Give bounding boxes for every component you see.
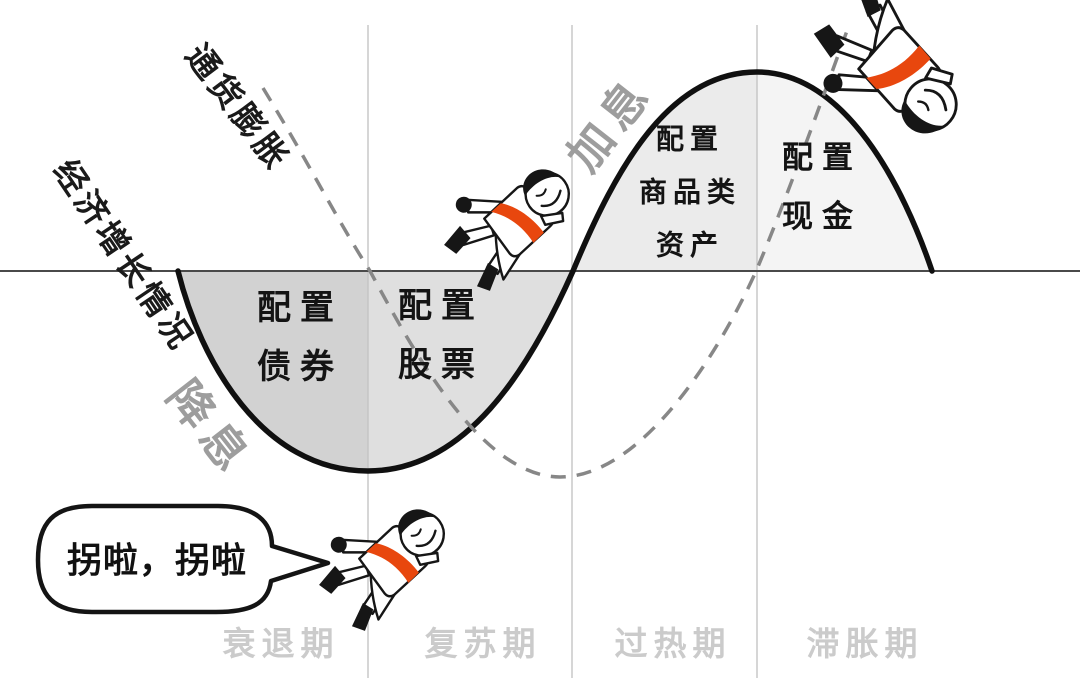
allocation-commodities-line: 商品类 [638,175,742,209]
allocation-bonds-line: 配置 [257,288,343,328]
allocation-commodities-label: 配置 商品类 资产 [639,113,741,272]
recession-shaded-area [178,271,368,471]
overheat-shaded-area [573,72,757,271]
speech-bubble [35,503,331,615]
allocation-cash-line: 现金 [782,199,862,235]
allocation-stocks-line: 股票 [398,345,484,385]
economic-growth-curve [175,69,935,474]
allocation-bonds-line: 债券 [257,347,343,387]
allocation-cash-line: 配置 [782,140,862,176]
recovery-shaded-area [368,271,573,471]
allocation-cash-label: 配置 现金 [782,129,862,247]
phase-label-stagflation: 滞胀期 [806,624,924,663]
allocation-commodities-line: 资产 [655,228,725,262]
allocation-stocks-line: 配置 [398,286,484,326]
allocation-commodities-line: 配置 [655,122,725,156]
speech-bubble-text: 拐啦，拐啦 [66,541,248,582]
phase-label-recession: 衰退期 [222,624,340,663]
stagflation-shaded-area [757,72,932,271]
phase-label-overheat: 过热期 [614,624,732,663]
inflation-curve [261,27,850,479]
superman-character-trough [300,481,468,639]
phase-label-recovery: 复苏期 [424,624,542,663]
allocation-stocks-label: 配置 股票 [398,277,484,395]
allocation-bonds-label: 配置 债券 [257,279,343,397]
